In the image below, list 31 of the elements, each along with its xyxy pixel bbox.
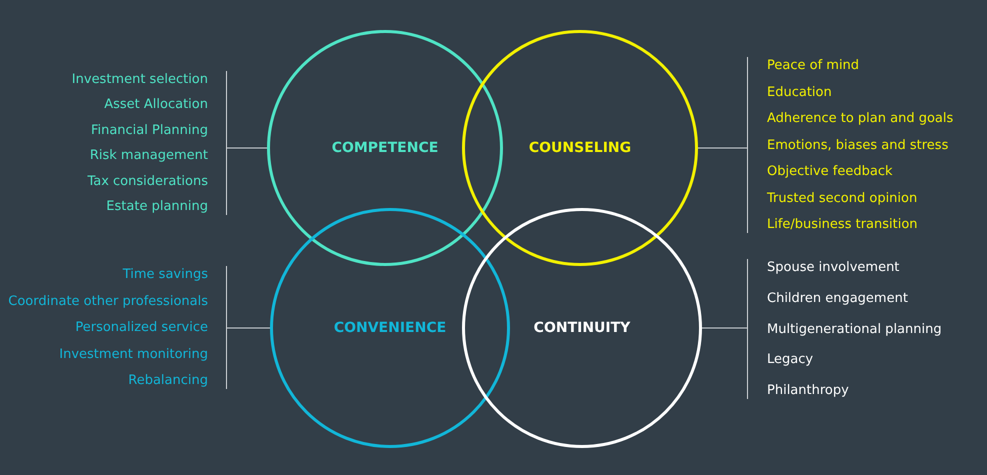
list-item: Rebalancing (128, 372, 208, 389)
list-item: Financial Planning (90, 122, 208, 139)
list-item: Adherence to plan and goals (767, 110, 954, 127)
list-item: Objective feedback (767, 163, 892, 180)
list-item: Tax considerations (87, 172, 208, 190)
venn-circle (462, 30, 698, 266)
venn-circle (462, 208, 702, 448)
list-item: Life/business transition (767, 216, 918, 233)
list-item: Investment selection (72, 71, 208, 88)
venn-circle (267, 30, 503, 266)
list-item: Peace of mind (767, 57, 860, 74)
list-item: Spouse involvement (767, 259, 900, 276)
circle-title: CONTINUITY (532, 320, 632, 336)
list-item: Risk management (90, 147, 208, 164)
list-item: Emotions, biases and stress (767, 136, 948, 154)
list-item: Personalized service (75, 319, 208, 336)
list-item: Children engagement (767, 290, 908, 307)
list-item: Education (767, 84, 832, 100)
list-item: Philanthropy (767, 382, 849, 399)
list-item: Coordinate other professionals (8, 292, 208, 310)
list-item: Multigenerational planning (767, 320, 942, 338)
list-item: Trusted second opinion (767, 190, 918, 206)
list-item: Estate planning (106, 198, 208, 215)
list-item: Investment monitoring (59, 346, 208, 362)
list-item: Time savings (122, 266, 208, 283)
list-item: Asset Allocation (104, 96, 208, 114)
circle-title: CONVENIENCE (332, 320, 448, 336)
list-item: Legacy (767, 351, 814, 368)
circle-title: COMPETENCE (330, 140, 440, 156)
circle-title: COUNSELING (528, 140, 632, 156)
venn-circle (270, 208, 510, 448)
